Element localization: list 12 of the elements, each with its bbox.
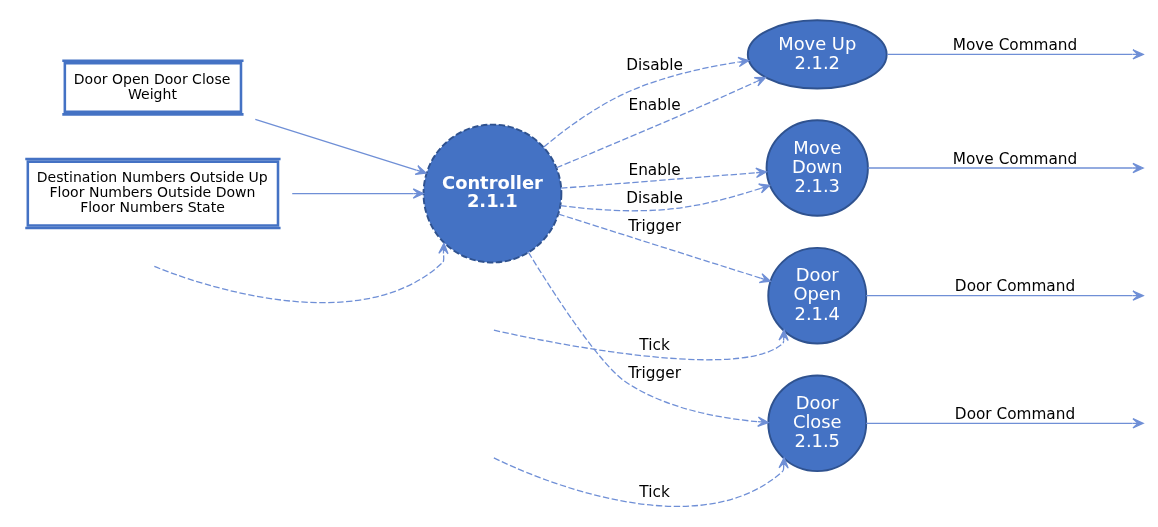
- edge-label: Enable: [628, 96, 681, 115]
- edge-label: Trigger: [628, 217, 681, 236]
- edge-label: Enable: [628, 161, 681, 180]
- edge-label: Disable: [626, 189, 683, 208]
- edge-label: Move Command: [952, 36, 1078, 55]
- edge-label: Tick: [639, 482, 670, 501]
- edge-label: Disable: [626, 56, 683, 75]
- edge-label: Trigger: [628, 364, 681, 383]
- edge-label: Door Command: [954, 404, 1076, 423]
- edge-label: Tick: [639, 336, 670, 355]
- edge-label: Door Command: [954, 277, 1076, 296]
- edge-label: Move Command: [952, 149, 1078, 168]
